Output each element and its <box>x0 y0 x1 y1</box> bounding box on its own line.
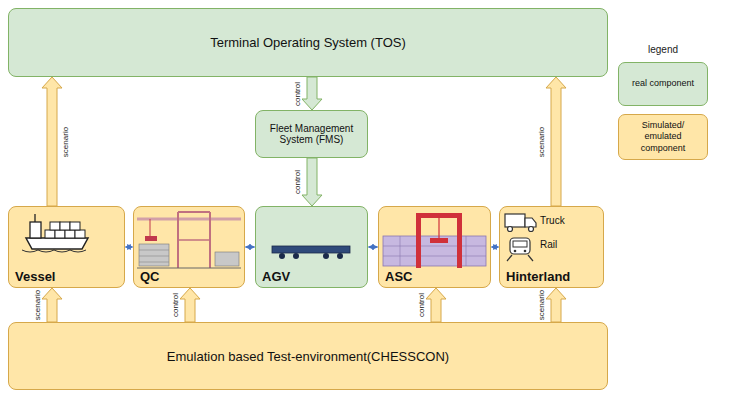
quay-crane-drawing-part <box>178 211 210 213</box>
stacking-crane-drawing-part <box>416 213 421 268</box>
agv-vehicle-part <box>272 246 350 253</box>
train-icon-part <box>528 255 533 261</box>
quay-crane-drawing-part <box>139 244 169 266</box>
quay-crane-drawing-part <box>137 218 241 221</box>
component-box: TruckRailHinterland <box>499 206 604 288</box>
quay-crane-drawing-part <box>209 212 211 268</box>
agv-vehicle <box>272 246 350 259</box>
legend-swatch: Simulated/ emulated component <box>618 114 708 160</box>
block-arrow <box>42 288 62 322</box>
block-arrow <box>180 288 200 322</box>
stacking-crane-drawing-part <box>466 236 467 266</box>
node-text: Hinterland <box>506 269 570 284</box>
train-icon-part <box>514 250 517 253</box>
component-box: ASC <box>378 206 491 288</box>
agv-vehicle-part <box>293 253 299 259</box>
truck-icon-part <box>529 227 534 232</box>
ship-icon-part <box>50 222 60 230</box>
node-label: ASC <box>385 269 412 284</box>
system-band: Terminal Operating System (TOS) <box>8 8 608 77</box>
train-icon-part <box>513 241 527 247</box>
stacking-crane-drawing-part <box>430 238 448 243</box>
block-arrow <box>546 77 566 206</box>
stacking-crane-drawing-part <box>457 213 462 268</box>
node-text: Rail <box>540 239 557 250</box>
quay-crane-drawing-part <box>139 256 169 257</box>
node-label: Terminal Operating System (TOS) <box>210 35 406 50</box>
edge-label: scenario <box>62 125 70 157</box>
stacking-crane-drawing-part <box>383 256 486 257</box>
stacking-crane-drawing-part <box>400 236 401 266</box>
ship-icon-part <box>26 238 88 249</box>
ship-icon-part <box>34 214 35 222</box>
node-label: Emulation based Test-environment(CHESSCO… <box>167 349 449 364</box>
stacking-crane-drawing-part <box>438 218 439 240</box>
test-environment-band: Emulation based Test-environment(CHESSCO… <box>8 322 608 390</box>
component-box: Vessel <box>8 206 125 288</box>
node-label: AGV <box>262 269 290 284</box>
node-label: QC <box>140 269 160 284</box>
quay-crane-drawing-part <box>178 239 210 241</box>
truck-icon-part <box>525 218 536 227</box>
quay-crane-drawing-part <box>177 212 179 268</box>
quay-crane-drawing-part <box>215 252 239 266</box>
node-label: Vessel <box>15 269 56 284</box>
node-label: Truck <box>540 215 565 226</box>
quay-crane-drawing-part <box>150 219 151 238</box>
stacking-crane-drawing <box>383 213 486 268</box>
ship-icon-part <box>30 222 41 238</box>
edge-label: control <box>294 80 302 106</box>
edge-label: scenario <box>34 289 42 321</box>
block-arrow <box>302 158 322 206</box>
link-arrow <box>246 246 255 248</box>
agv-vehicle-part <box>279 253 285 259</box>
truck-icon-part <box>508 227 513 232</box>
train-icon-part <box>524 250 527 253</box>
block-arrow <box>302 77 322 110</box>
block-arrow <box>42 77 62 206</box>
link-arrow <box>369 246 378 248</box>
edge-label: control <box>418 292 426 318</box>
train-icon-part <box>510 238 530 254</box>
edge-label: control <box>294 169 302 195</box>
block-arrow <box>426 288 446 322</box>
stacking-crane-drawing-part <box>383 236 486 266</box>
quay-crane-drawing-part <box>139 262 169 263</box>
component-box: AGV <box>255 206 368 288</box>
legend-title: legend <box>648 44 678 55</box>
legend-text: Simulated/ emulated component <box>625 120 701 154</box>
stacking-crane-drawing-part <box>416 213 462 218</box>
quay-crane-drawing-part <box>139 250 169 251</box>
process-box: Fleet Management System (FMS) <box>255 110 368 158</box>
quay-crane-drawing-part <box>137 268 241 269</box>
ship-icon-part <box>45 230 55 238</box>
ship-icon-part <box>65 230 75 238</box>
agv-vehicle-part <box>337 253 343 259</box>
block-arrow <box>546 288 566 322</box>
train-icon-part <box>507 255 512 261</box>
edge-label: scenario <box>538 289 546 321</box>
quay-crane-drawing <box>137 212 241 268</box>
truck-icon <box>505 214 536 232</box>
ship-icon <box>22 214 88 252</box>
train-icon <box>507 238 533 261</box>
agv-vehicle-part <box>323 253 329 259</box>
truck-icon-part <box>505 214 525 227</box>
quay-crane-drawing-part <box>145 236 157 241</box>
stacking-crane-drawing-part <box>383 246 486 247</box>
legend-swatch: real component <box>618 62 708 106</box>
ship-icon-part <box>22 250 86 252</box>
ship-icon-part <box>70 222 80 230</box>
ship-icon-part <box>55 230 65 238</box>
legend-text: real component <box>632 78 694 89</box>
ship-icon-part <box>60 222 70 230</box>
edge-label: scenario <box>538 125 546 157</box>
link-arrow <box>492 246 499 248</box>
link-arrow <box>126 246 133 248</box>
component-box: QC <box>133 206 245 288</box>
edge-label: control <box>172 292 180 318</box>
ship-icon-part <box>75 230 85 238</box>
node-label: Fleet Management System (FMS) <box>264 123 359 145</box>
